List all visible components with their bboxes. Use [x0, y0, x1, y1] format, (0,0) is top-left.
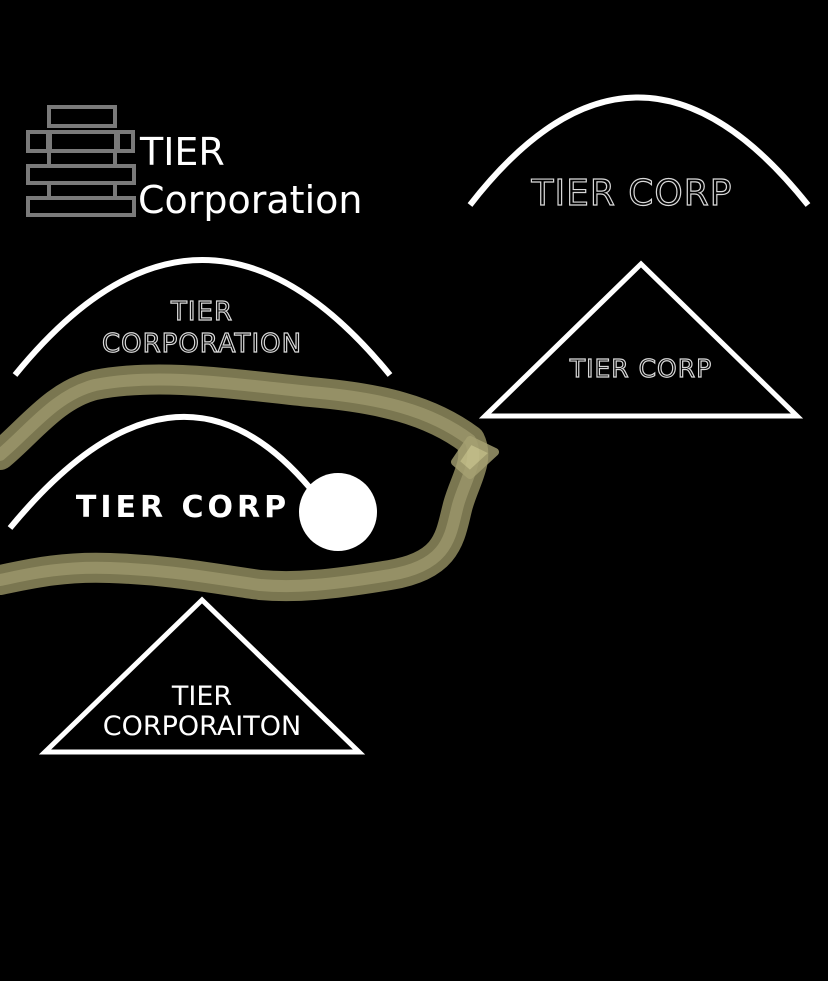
logo-tier-corporaiton-triangle: TIER CORPORAITON [38, 596, 366, 755]
logo-5-text: TIER CORP [76, 490, 290, 525]
triangle-icon [38, 596, 366, 755]
logo-4-line1: TIER [170, 297, 233, 327]
brick-stack-icon [26, 105, 136, 217]
logo-2-text: TIER CORP [530, 173, 732, 214]
logo-1-line1: TIER [139, 130, 225, 174]
logo-tier-corp-arc-outline: TIER CORP [467, 94, 811, 215]
logo-tier-corp-arc-dot: TIER CORP [7, 413, 377, 551]
arc-icon [7, 413, 313, 530]
logo-1-line2: Corporation [138, 178, 362, 222]
logo-tier-corporation-arc: TIER CORPORATION [12, 257, 393, 377]
highlight-scribble [0, 364, 499, 602]
logo-tier-corp-triangle: TIER CORP [478, 260, 804, 419]
triangle-icon [478, 260, 804, 419]
dot-icon [299, 473, 377, 551]
logo-4-line2: CORPORATION [102, 329, 302, 359]
logo-6-line2: CORPORAITON [103, 711, 301, 742]
logo-tier-corporation-brick: TIER Corporation [26, 105, 362, 222]
logo-6-line1: TIER [171, 681, 232, 712]
arc-icon [12, 257, 393, 377]
logo-3-text: TIER CORP [569, 354, 712, 383]
arc-icon [467, 94, 811, 207]
